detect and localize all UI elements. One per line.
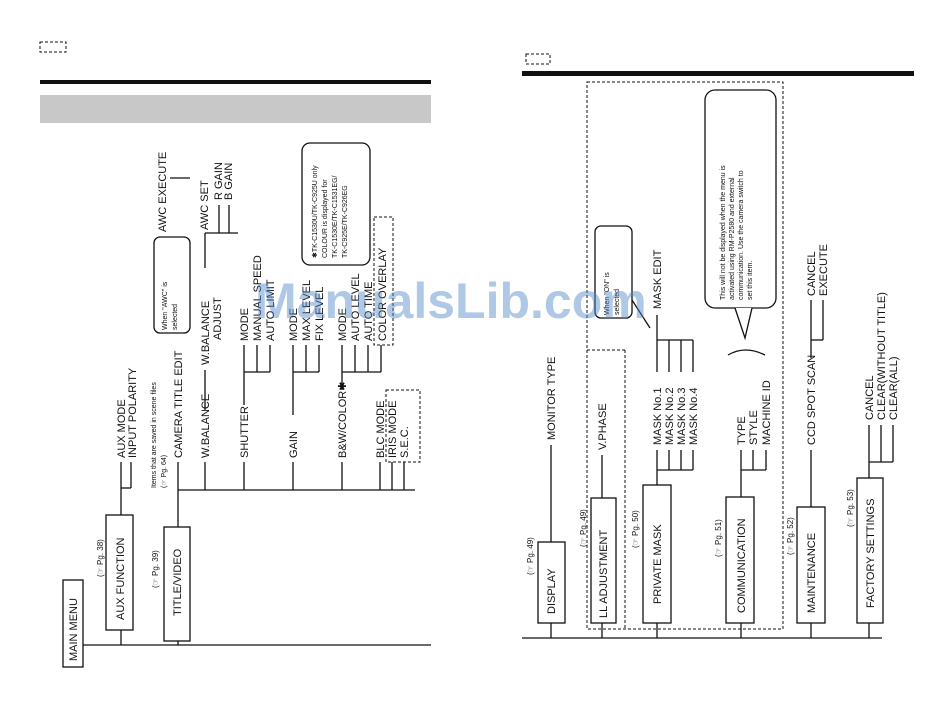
wbalance-mode-item: W.BALANCE [200,301,212,365]
clear-all-item: CLEAR(ALL) [888,356,900,420]
vphase-item: V.PHASE [597,403,609,450]
color-overlay-dashed-box [373,216,394,346]
awc-callout-line2: selected [172,304,179,330]
ll-page-ref: (☞ Pg. 49) [579,509,588,547]
awc-set-item: AWC SET [199,180,211,230]
manual-speed-item: MANUAL SPEED [252,255,264,341]
awc-callout-line1: When "AWC" is [162,281,169,330]
right-header-rule [522,71,914,76]
maintenance-label: MAINTENANCE [806,533,818,613]
aux-mode-item: AUX MODE [116,399,128,458]
gain-mode-item: MODE [288,308,300,341]
gain-item: GAIN [288,431,300,458]
pm-page-ref: (☞ Pg. 50) [631,510,640,548]
rm-note-line3: communication. Use the camera switch to [738,170,745,300]
wbalance-item: W.BALANCE [200,394,212,458]
aux-function-box [105,514,134,631]
ll-adjustment-label: LL ADJUSTMENT [598,529,610,618]
cancel2-item: CANCEL [864,375,876,420]
model-note-line2: COLOUR is displayed for [322,179,329,258]
mask1-item: MASK No.1 [652,388,664,445]
factory-settings-box [856,477,884,624]
left-title-band [40,95,431,123]
auto-limit-item: AUTO LIMIT [265,279,277,341]
private-mask-box [642,484,672,624]
mask3-item: MASK No.3 [676,388,688,445]
comm-bracket [727,349,766,356]
model-note-callout [301,142,371,266]
bw-color-item: B&W/COLOR✱ [337,382,349,458]
comm-page-ref: (☞ Pg. 51) [714,519,723,557]
on-callout-line1: When "ON" is [604,272,611,315]
color-overlay-item: COLOR OVERLAY [377,247,389,341]
title-page-ref: (☞ Pg. 39) [151,550,160,588]
rm-note-line1: This will not be displayed when the menu… [720,165,727,300]
ccd-spot-scan-item: CCD SPOT SCAN [806,355,818,445]
iris-mode-item: IRIS MODE [387,401,399,458]
input-polarity-item: INPUT POLARITY [127,367,139,458]
on-selected-callout [594,225,633,319]
adjust-item: ADJUST [212,297,224,340]
machine-id-item: MACHINE ID [761,380,773,445]
mask2-item: MASK No.2 [664,388,676,445]
on-callout-line2: selected [614,289,621,315]
r-gain-item: R GAIN [213,162,225,200]
bw-mode-item: MODE [337,308,349,341]
left-header-rule [40,80,431,84]
fix-level-item: FIX LEVEL [314,287,326,341]
communication-label: COMMUNICATION [736,518,748,613]
fs-page-ref: (☞ Pg. 53) [846,489,855,527]
ll-adjustment-box [590,497,617,624]
title-video-label: TITLE/VIDEO [172,548,184,616]
mask4-item: MASK No.4 [688,388,700,445]
max-level-item: MAX LEVEL [301,280,313,341]
aux-page-ref: (☞ Pg. 38) [96,539,105,577]
display-page-ref: (☞ Pg. 49) [526,537,535,575]
blc-mode-item: BLC MODE [375,401,387,458]
private-mask-label: PRIVATE MASK [652,524,664,604]
awc-execute-item: AWC EXECUTE [157,152,169,232]
aux-function-label: AUX FUNCTION [115,537,127,620]
shutter-mode-item: MODE [239,308,251,341]
iris-sec-dashed-box [385,389,421,463]
site-watermark: ManualsLib.com [255,273,647,329]
shutter-item: SHUTTER [239,406,251,458]
maint-page-ref: (☞ Pg. 52) [786,517,795,555]
style-item: STYLE [748,410,760,445]
b-gain-item: B GAIN [223,163,235,200]
page-number-placeholder-right [525,53,551,65]
page-number-placeholder-left [39,41,67,53]
main-menu-box [62,579,84,668]
display-box [537,541,566,624]
rm-note-pointer [734,307,753,341]
auto-level-item: AUTO LEVEL [350,273,362,341]
rm-note-line4: set this item. [747,261,754,300]
type-item: TYPE [736,416,748,445]
scene-files-page-ref: (☞ Pg. 64) [161,455,168,488]
execute-item: EXECUTE [818,244,830,296]
scene-files-note: Items that are saved in scene files [151,382,158,488]
scene-items-dashed-region [586,81,784,630]
clear-without-title-item: CLEAR(WITHOUT TITLE) [876,292,888,420]
model-note-line3: TK-C1530E/TK-C1531EG/ [332,175,339,258]
rm-note-line2: activated using RM-P2580 and external [729,177,736,300]
camera-title-edit-item: CAMERA TITLE EDIT [173,350,185,458]
model-note-line1: ✱TK-C1530U/TK-C925U only [311,165,319,258]
communication-box [725,496,755,624]
factory-settings-label: FACTORY SETTINGS [865,499,877,608]
mask-edit-item: MASK EDIT [652,249,664,309]
title-video-box [163,526,191,642]
cancel-item: CANCEL [806,251,818,296]
monitor-type-item: MONITOR TYPE [546,357,558,440]
auto-time-item: AUTO TIME [363,282,375,342]
main-menu-label: MAIN MENU [68,598,80,661]
model-note-line4: TK-C925E/TK-C926EG [342,185,349,258]
awc-callout [153,236,191,334]
display-label: DISPLAY [546,568,558,614]
sec-item: S.E.C. [399,426,411,458]
